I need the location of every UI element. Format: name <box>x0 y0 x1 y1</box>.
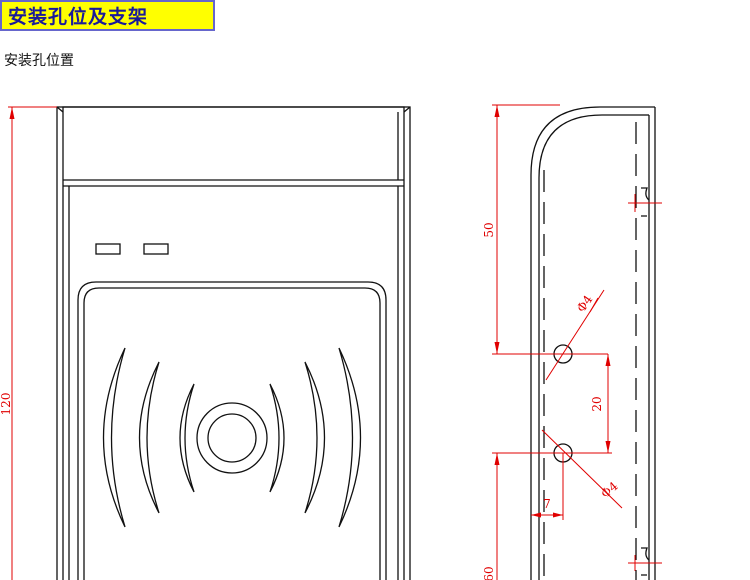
side-view <box>530 106 656 580</box>
device-outline <box>56 106 411 580</box>
page-title: 安装孔位及支架 <box>0 0 215 31</box>
dimension-label-hole-spacing: 20 <box>590 396 604 411</box>
front-view <box>56 106 411 580</box>
indicator-led-left <box>95 243 121 255</box>
dimension-label-total-height: 120 <box>0 393 13 416</box>
clip-notch-bottom <box>641 547 650 576</box>
coil-outer <box>196 402 268 474</box>
reading-area-outer <box>77 281 387 580</box>
coil-inner <box>207 413 257 463</box>
bracket-inner-profile <box>538 114 640 580</box>
device-inner-outline <box>62 106 405 580</box>
page-title-text: 安装孔位及支架 <box>8 6 149 28</box>
indicator-led-right <box>143 243 169 255</box>
dimension-label-hole-diameter-upper: Φ4 <box>574 292 596 315</box>
dimension-label-bottom-segment: 60 <box>482 566 496 580</box>
dimension-label-hole-offset: 7 <box>543 497 551 511</box>
dimension-label-hole-diameter-lower: Φ4 <box>598 479 621 501</box>
dimension-label-top-segment: 50 <box>482 222 496 237</box>
section-subtitle: 安装孔位置 <box>4 53 74 69</box>
bracket-outer-profile <box>530 106 655 580</box>
clip-notch-top <box>641 187 650 217</box>
rfid-waves-left <box>102 347 195 528</box>
side-view-dimensions <box>492 104 662 580</box>
rfid-waves-right <box>269 347 362 528</box>
reading-area-inner <box>83 287 381 580</box>
dimension-total-height <box>8 106 57 580</box>
